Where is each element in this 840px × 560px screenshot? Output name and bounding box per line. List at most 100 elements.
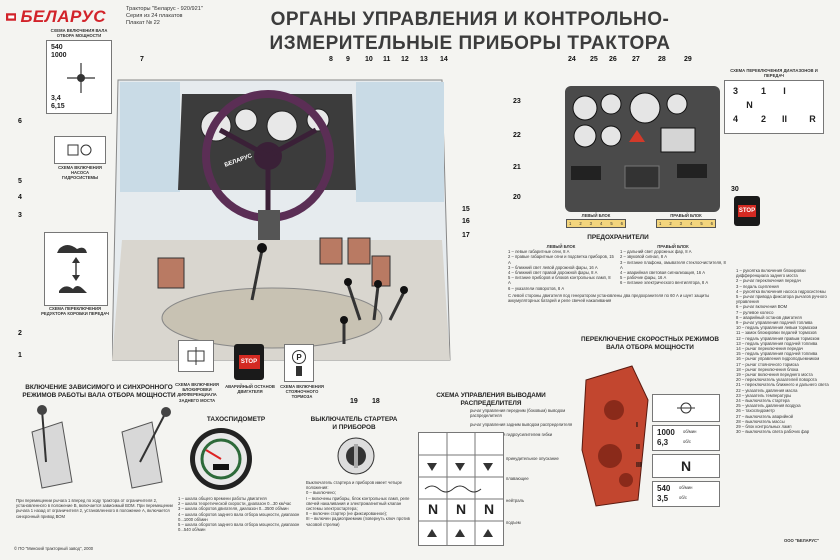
legend-item: 17 – рычаг стояночного тормоза	[736, 361, 799, 367]
legend-item: 1 – рукоятка включения блокировки диффер…	[736, 268, 806, 279]
legend-item: 4 – рукоятка включения насоса гидросисте…	[736, 288, 826, 294]
footer-publisher: ООО "БЕЛАРУС"	[784, 538, 820, 543]
gearbox-drawing	[581, 365, 649, 507]
title-line-1: ОРГАНЫ УПРАВЛЕНИЯ И КОНТРОЛЬНО-	[270, 9, 670, 30]
callout-4: 4	[18, 194, 22, 201]
callout-20: 20	[513, 194, 521, 201]
hydro-lever-labels: рычаг управления передним (боковым) выво…	[470, 408, 582, 437]
diff-lock-label: СХЕМА ВКЛЮЧЕНИЯ БЛОКИРОВКИ ДИФФЕРЕНЦИАЛА…	[175, 382, 219, 403]
starter-item: I – включены приборы, блок контрольных л…	[306, 495, 410, 512]
fuse-item: 2 – правые габаритные огни и подсветка п…	[508, 254, 614, 265]
hydro-lever-label: рычаг управления передним (боковым) выво…	[470, 408, 566, 419]
pto-1000-panel: 1000 об/мин 6,3 об/с	[652, 425, 720, 451]
pto-rpm-unit-2: об/мин	[679, 485, 693, 490]
pto-rps-unit: об/с	[683, 439, 691, 444]
starter-item: Выключатель стартера и приборов имеет че…	[306, 480, 402, 491]
reducer-icon	[57, 245, 87, 293]
pto-bottom2-value: 6,15	[51, 103, 65, 111]
legend-item: 6 – рычаг включения ВОМ	[736, 304, 788, 310]
gear-cell: R	[809, 114, 816, 125]
legend-item: 14 – рычаг переключения передач	[736, 346, 804, 352]
fuses-note: С левой стороны двигателя под генераторо…	[508, 292, 710, 304]
pto-icon-panel	[652, 394, 720, 422]
footer-copyright: © ПО "Минский тракторный завод", 2000	[14, 546, 94, 551]
callout-18: 18	[372, 398, 380, 405]
key-switch-icon	[337, 437, 375, 475]
right-block-strip: 1 2 3 4 5 6	[656, 219, 716, 229]
pto-modes-title-block: ПЕРЕКЛЮЧЕНИЕ СКОРОСТНЫХ РЕЖИМОВ ВАЛА ОТБ…	[570, 336, 730, 352]
callout-13: 13	[420, 56, 428, 63]
pump-icon	[67, 144, 92, 156]
hydro-lever-label: рычаг управления задним выводом распреде…	[470, 422, 573, 428]
legend-item: 28 – выключатель массы	[736, 418, 785, 424]
fuse-num: 4	[689, 221, 693, 227]
parking-brake-scheme: P	[284, 344, 314, 382]
legend-item: 21 – переключатель ближнего и дальнего с…	[736, 382, 829, 388]
callout-11: 11	[383, 56, 391, 63]
fuse-num: 6	[620, 221, 623, 227]
callout-3: 3	[18, 212, 22, 219]
tacho-dial	[190, 428, 252, 490]
parking-panel: P	[284, 344, 314, 382]
callout-30: 30	[731, 186, 739, 193]
parking-symbol: P	[292, 350, 306, 364]
pto-lever-drawing	[31, 405, 171, 489]
callout-9: 9	[346, 56, 350, 63]
parking-label: СХЕМА ВКЛЮЧЕНИЯ СТОЯНОЧНОГО ТОРМОЗА	[280, 384, 324, 400]
callout-1: 1	[18, 352, 22, 359]
callout-14: 14	[440, 56, 448, 63]
reducer-scheme-panel	[44, 232, 108, 306]
tacho-gauge	[188, 426, 254, 492]
starter-switch[interactable]	[336, 436, 376, 476]
gear-cell: 1	[760, 86, 766, 97]
pto-modes-title-1: ПЕРЕКЛЮЧЕНИЕ СКОРОСТНЫХ РЕЖИМОВ	[581, 336, 719, 343]
fuses-right-column: ПРАВЫЙ БЛОК 1 – дальний свет дорожных фа…	[620, 244, 726, 291]
tacho-item: 1 – шкала общего времени работы двигател…	[178, 496, 267, 501]
callout-12: 12	[401, 56, 409, 63]
tacho-list: 1 – шкала общего времени работы двигател…	[178, 496, 304, 532]
starter-list: Выключатель стартера и приборов имеет че…	[306, 480, 410, 527]
tacho-section: ТАХОСПИДОМЕТР	[176, 416, 296, 424]
stop-button-dash[interactable]: STOP	[734, 196, 760, 226]
fuses-section: ПРЕДОХРАНИТЕЛИ ЛЕВЫЙ БЛОК 1 – левые габа…	[508, 234, 728, 303]
fuse-item: 3 – питание плафона, омывателя стеклоочи…	[620, 259, 726, 270]
legend-item: 20 – переключатель указателей поворота	[736, 377, 817, 383]
pto-top2-value: 1000	[51, 52, 67, 60]
legend-item: 11 – замок блокировки педалей тормозов	[736, 330, 817, 336]
emergency-label: АВАРИЙНЫЙ ОСТАНОВ ДВИГАТЕЛЯ	[225, 384, 275, 395]
fuse-item: 5 – рабочие фары, 16 А	[620, 275, 667, 281]
starter-title-2: И ПРИБОРОВ	[332, 424, 376, 431]
legend-item: 16 – рычаг управления гидроподъемником	[736, 356, 820, 362]
callout-22: 22	[513, 132, 521, 139]
callout-21: 21	[513, 164, 521, 171]
emergency-stop-button[interactable]: STOP	[234, 344, 264, 380]
tacho-item: 2 – шкала теоретической скорости, диапаз…	[178, 501, 292, 507]
fuse-item: 6 – указатели поворотов, 8 А	[508, 285, 565, 291]
legend-item: 22 – указатель давления масла	[736, 387, 798, 393]
gear-cell: 2	[760, 114, 766, 125]
starter-section: ВЫКЛЮЧАТЕЛЬ СТАРТЕРА И ПРИБОРОВ	[304, 416, 404, 432]
legend-item: 7 – рулевое колесо	[736, 309, 774, 315]
fuse-num: 3	[589, 221, 592, 227]
fuses-title: ПРЕДОХРАНИТЕЛИ	[587, 234, 649, 241]
fuse-item: 2 – звуковой сигнал, 8 А	[620, 254, 668, 260]
tacho-item: 3 – шкала оборотов двигателя, диапазон 0…	[178, 506, 289, 512]
callout-24: 24	[568, 56, 576, 63]
legend-item: 8 – аварийный останов двигателя	[736, 314, 802, 320]
fuse-num: 4	[599, 221, 603, 227]
legend-item: 25 – указатель давления воздуха	[736, 403, 801, 409]
gear-scheme-title: СХЕМА ПЕРЕКЛЮЧЕНИЯ ДИАПАЗОНОВ И ПЕРЕДАЧ	[730, 68, 818, 79]
fuse-item: 4 – аварийная световая сигнализация, 16 …	[620, 270, 706, 276]
starter-item: III – включен радиоприемник (повернуть к…	[306, 516, 410, 527]
fuse-num: 3	[679, 221, 682, 227]
legend-item: 3 – педаль сцепления	[736, 283, 779, 289]
hydro-lever-table: N N N	[418, 432, 504, 546]
callout-19: 19	[350, 398, 358, 405]
cab-illustration: БЕЛАРУС	[111, 60, 452, 380]
fuse-item: 1 – левые габаритные огни, 8 А	[508, 249, 570, 255]
pto-540-panel: 540 об/мин 3,5 об/с	[652, 481, 720, 507]
brand-emblem-icon	[6, 13, 17, 21]
right-block-label: ПРАВЫЙ БЛОК	[670, 213, 702, 218]
